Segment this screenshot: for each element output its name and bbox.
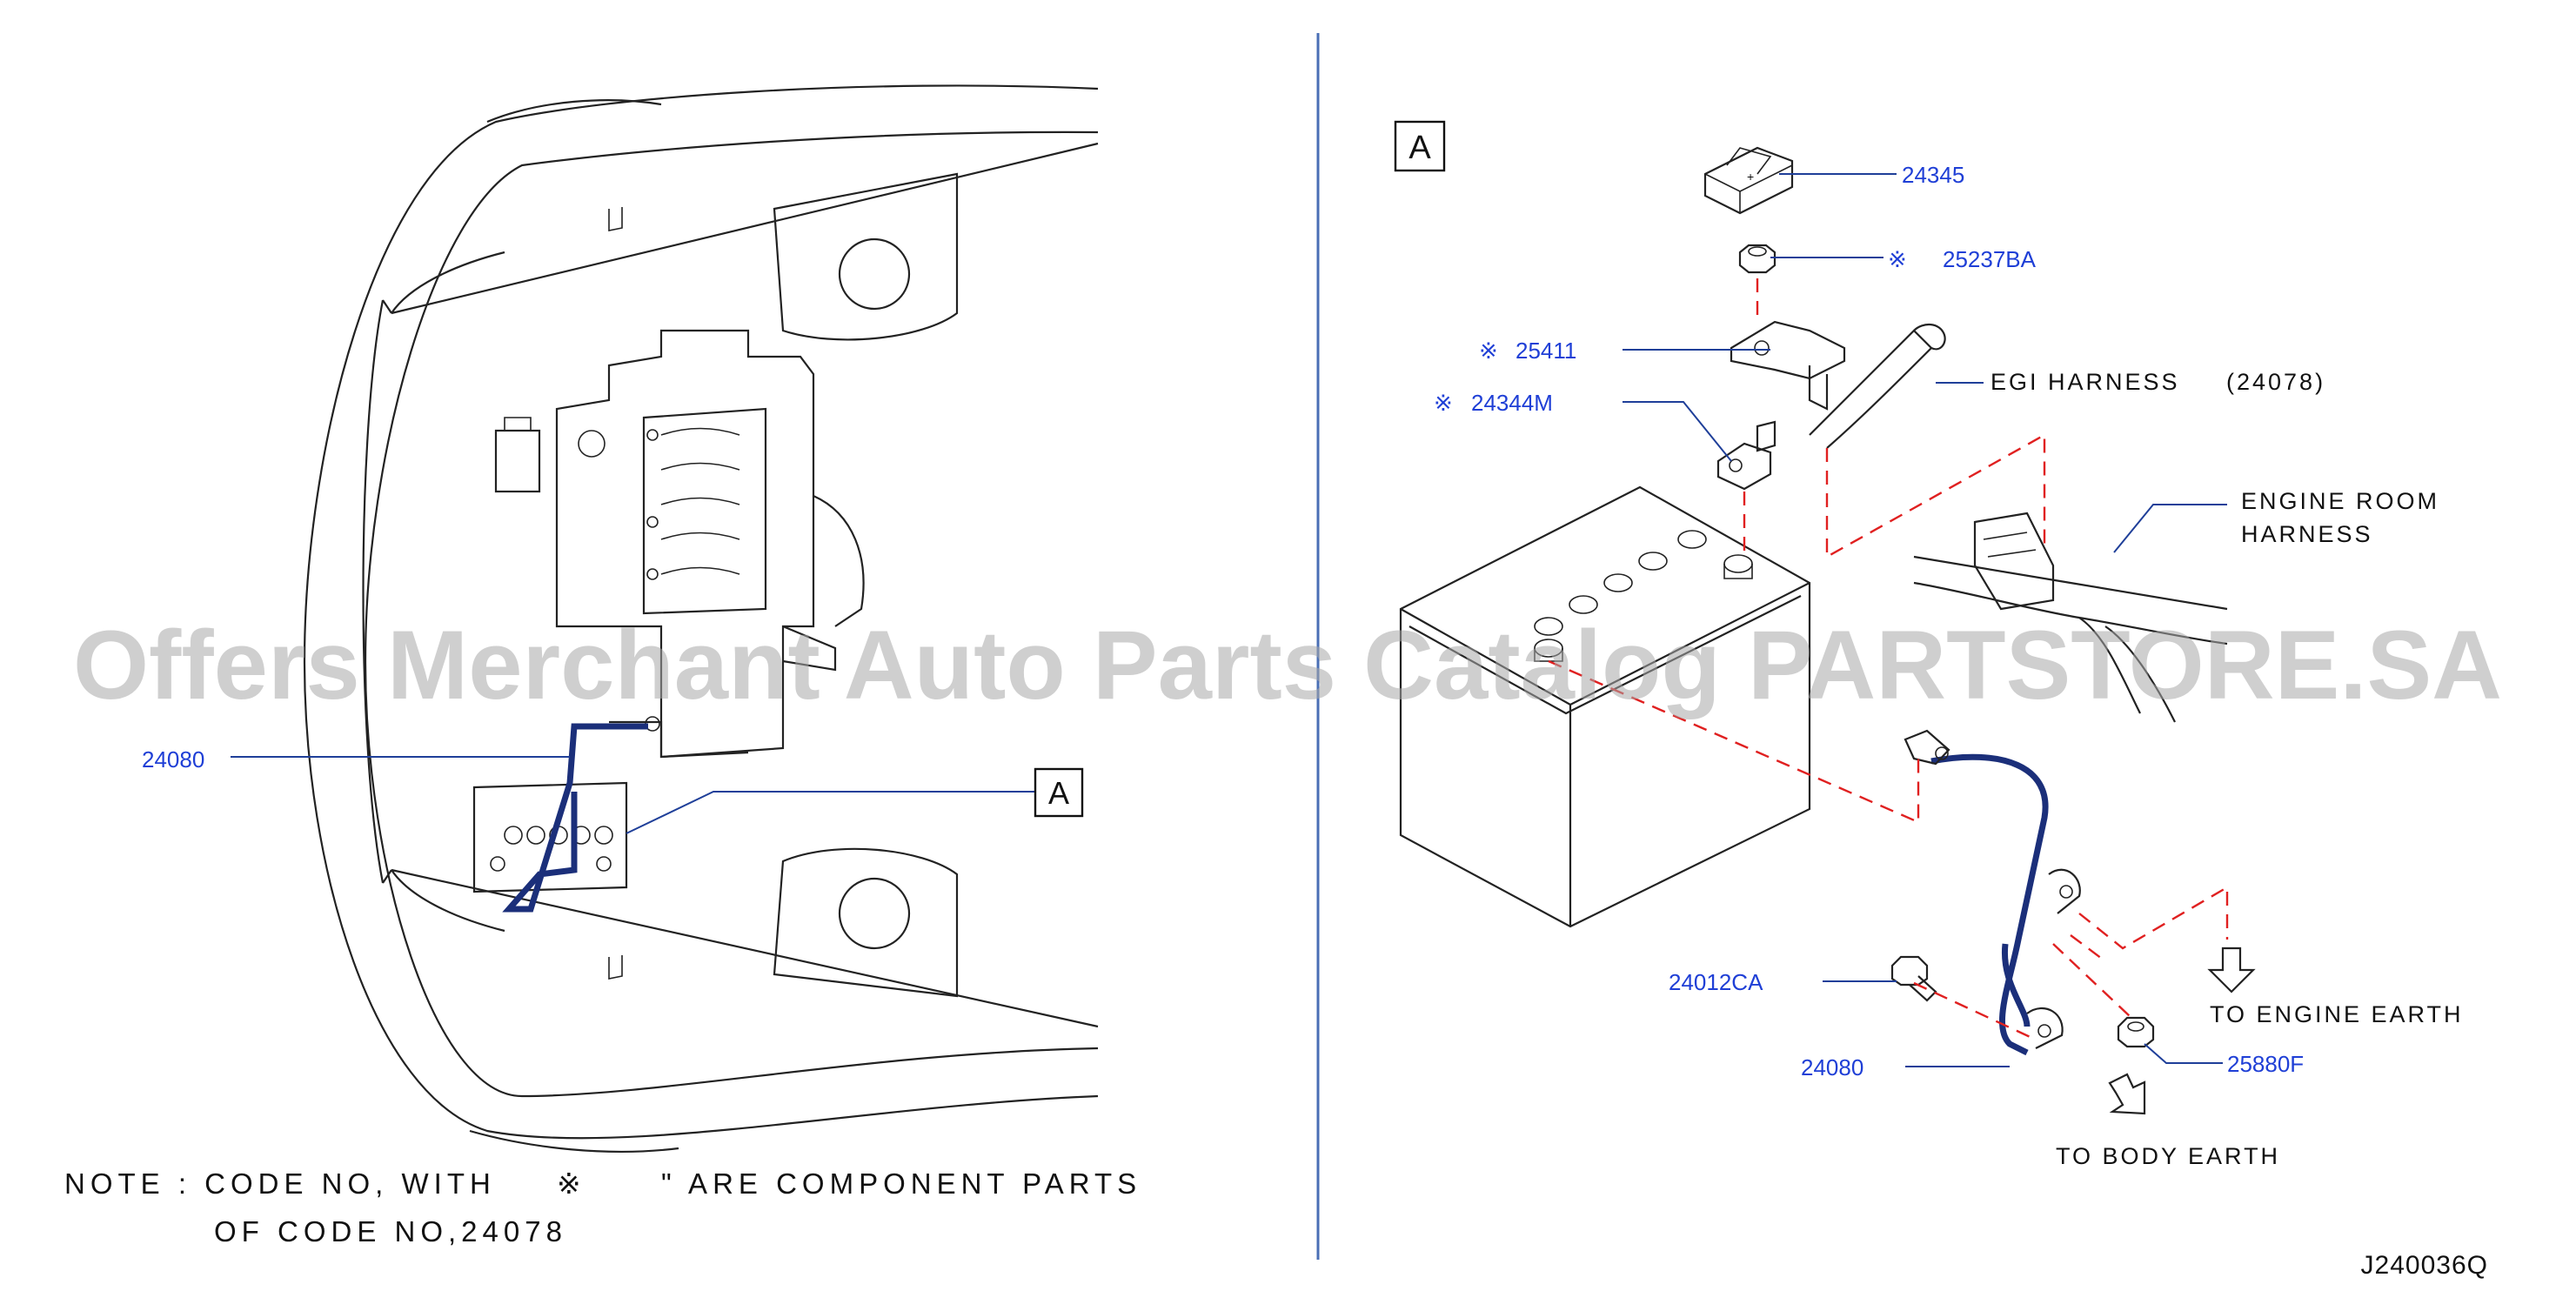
callout-25880F: 25880F	[2144, 1043, 2304, 1077]
callout-25411: ※ 25411	[1479, 338, 1770, 364]
view-a-label: A	[1394, 120, 1446, 172]
label-to-engine-earth: TO ENGINE EARTH	[2210, 1001, 2464, 1027]
part-number-25411[interactable]: 25411	[1515, 338, 1576, 364]
note-mark: ※	[557, 1167, 586, 1200]
component-mark-25237BA: ※	[1888, 246, 1907, 272]
terminal-cover-24345-drawing: +	[1703, 146, 1794, 215]
part-number-25237BA[interactable]: 25237BA	[1943, 246, 2037, 272]
part-number-24012CA[interactable]: 24012CA	[1669, 969, 1763, 995]
component-mark-25411: ※	[1479, 338, 1498, 364]
part-number-24080-detail[interactable]: 24080	[1801, 1054, 1863, 1080]
callout-engine-room-harness: ENGINE ROOM HARNESS	[2113, 488, 2439, 553]
diagram-code: J240036Q	[2361, 1251, 2488, 1280]
engine-room-harness-drawing	[1913, 512, 2228, 723]
egi-harness-drawing	[1809, 324, 1946, 449]
left-callout-24080: 24080	[142, 746, 570, 773]
watermark: Offers Merchant Auto Parts Catalog PARTS…	[73, 611, 2502, 719]
label-engine-room-line2: HARNESS	[2241, 521, 2373, 547]
bolt-24012CA-drawing	[1890, 955, 1937, 1002]
view-a-callout-box[interactable]	[1034, 767, 1084, 818]
callout-24012CA: 24012CA	[1669, 969, 1897, 995]
note-line1-suffix: " ARE COMPONENT PARTS	[661, 1167, 1141, 1200]
callout-24344M: ※ 24344M	[1434, 390, 1732, 462]
nut-25237BA-drawing	[1738, 244, 1776, 274]
view-a-letter: A	[1408, 130, 1431, 166]
part-number-24344M[interactable]: 24344M	[1471, 390, 1553, 416]
ground-cable-24080-drawing	[1904, 729, 2081, 1056]
part-number-25880F[interactable]: 25880F	[2227, 1051, 2304, 1077]
dashed-reference-lines	[1548, 278, 2229, 1041]
view-a-callout-letter: A	[1048, 775, 1069, 811]
nut-25880F-drawing	[2117, 1016, 2155, 1048]
callout-25237BA: ※ 25237BA	[1770, 246, 2037, 272]
engine-bay-drawing	[303, 84, 1099, 1154]
callout-egi-harness: EGI HARNESS (24078)	[1936, 369, 2325, 395]
label-egi-harness-code: (24078)	[2226, 369, 2325, 395]
clamp-24344M-drawing	[1716, 420, 1776, 491]
note-line2: OF CODE NO,24078	[214, 1215, 567, 1248]
footnote: NOTE : CODE NO, WITH ※ " ARE COMPONENT P…	[64, 1167, 1141, 1248]
label-egi-harness: EGI HARNESS	[1991, 369, 2180, 395]
component-mark-24344M: ※	[1434, 390, 1453, 416]
terminal-25411-drawing	[1730, 320, 1846, 411]
part-number-24345[interactable]: 24345	[1902, 162, 1964, 188]
label-to-body-earth: TO BODY EARTH	[2056, 1143, 2280, 1169]
callout-24345: 24345	[1779, 162, 1964, 188]
arrow-to-engine-earth	[2207, 947, 2256, 993]
note-line1-prefix: NOTE : CODE NO, WITH	[64, 1167, 496, 1200]
arrow-to-body-earth	[2108, 1073, 2146, 1115]
left-callout-a: A	[626, 767, 1084, 834]
svg-text:+: +	[1747, 170, 1754, 184]
label-engine-room-line1: ENGINE ROOM	[2241, 488, 2439, 514]
part-number-24080-overview[interactable]: 24080	[142, 746, 204, 773]
callout-24080-detail: 24080	[1801, 1054, 2010, 1080]
